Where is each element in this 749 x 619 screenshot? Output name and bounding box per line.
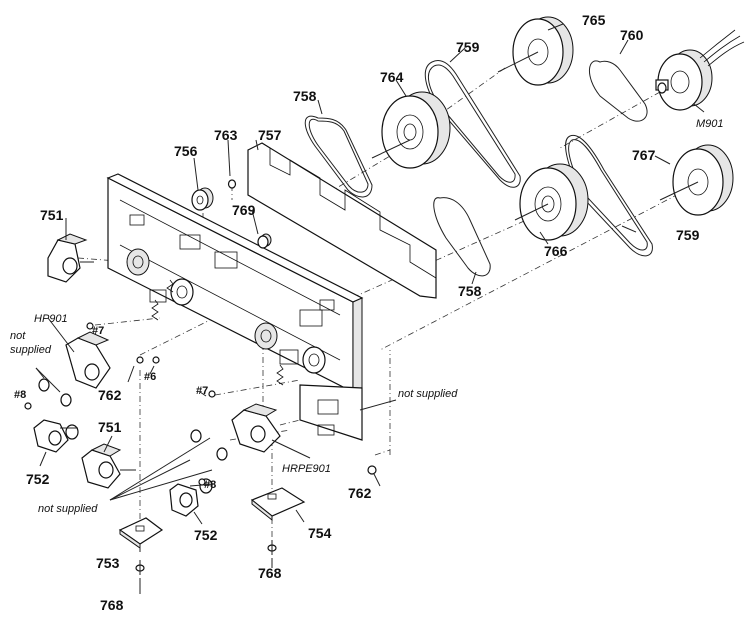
label-hrpe901: HRPE901 — [282, 463, 331, 475]
label-screw-8b: #8 — [204, 479, 216, 491]
screws — [24, 322, 377, 575]
belt-759-upper — [424, 60, 521, 188]
label-752b: 752 — [194, 527, 218, 543]
label-768b: 768 — [100, 597, 124, 613]
part-labels: 758 764 765 759 760 M901 767 759 766 758… — [10, 12, 724, 613]
label-758: 758 — [293, 88, 317, 104]
label-756: 756 — [174, 143, 198, 159]
flywheel-767 — [659, 144, 734, 216]
label-not-supplied-bottom: not supplied — [38, 503, 98, 515]
label-768: 768 — [258, 565, 282, 581]
belt-760 — [589, 60, 648, 122]
label-supplied-1: supplied — [10, 344, 52, 356]
label-758b: 758 — [458, 283, 482, 299]
label-764: 764 — [380, 69, 404, 85]
label-753: 753 — [96, 555, 120, 571]
head-751-lower — [81, 443, 136, 489]
label-screw-6: #6 — [144, 371, 156, 383]
head-hp901 — [65, 331, 111, 389]
leader-lines — [35, 23, 705, 594]
belt-759-lower — [565, 134, 653, 257]
label-m901: M901 — [696, 118, 724, 130]
label-752: 752 — [26, 471, 50, 487]
label-763: 763 — [214, 127, 238, 143]
label-765: 765 — [582, 12, 606, 28]
part-769 — [257, 233, 272, 249]
flywheel-766 — [514, 163, 589, 241]
label-757: 757 — [258, 127, 282, 143]
label-screw-7b: #7 — [196, 385, 208, 397]
flywheel-764 — [371, 91, 451, 169]
label-751: 751 — [40, 207, 64, 223]
bracket-753 — [118, 517, 164, 549]
flywheel-765 — [497, 16, 574, 86]
label-screw-8a: #8 — [14, 389, 26, 401]
label-762: 762 — [98, 387, 122, 403]
label-not-1: not — [10, 330, 26, 342]
motor-m901 — [655, 29, 745, 111]
main-chassis — [106, 142, 437, 441]
label-762b: 762 — [348, 485, 372, 501]
label-screw-7a: #7 — [92, 325, 104, 337]
label-751b: 751 — [98, 419, 122, 435]
label-not-supplied-right: not supplied — [398, 388, 458, 400]
gear-756 — [191, 187, 214, 211]
label-hp901: HP901 — [34, 313, 68, 325]
label-760: 760 — [620, 27, 644, 43]
label-754: 754 — [308, 525, 332, 541]
bracket-754 — [250, 487, 306, 522]
head-hrpe901 — [231, 403, 281, 453]
belts — [304, 60, 653, 277]
label-769: 769 — [232, 202, 256, 218]
belt-758-upper — [304, 115, 373, 198]
belt-758-lower — [433, 197, 491, 277]
washer-763 — [227, 179, 237, 189]
head-751-upper — [47, 233, 94, 283]
label-767: 767 — [632, 147, 656, 163]
label-759: 759 — [456, 39, 480, 55]
head-752-upper — [33, 419, 79, 453]
label-759b: 759 — [676, 227, 700, 243]
label-766: 766 — [544, 243, 568, 259]
